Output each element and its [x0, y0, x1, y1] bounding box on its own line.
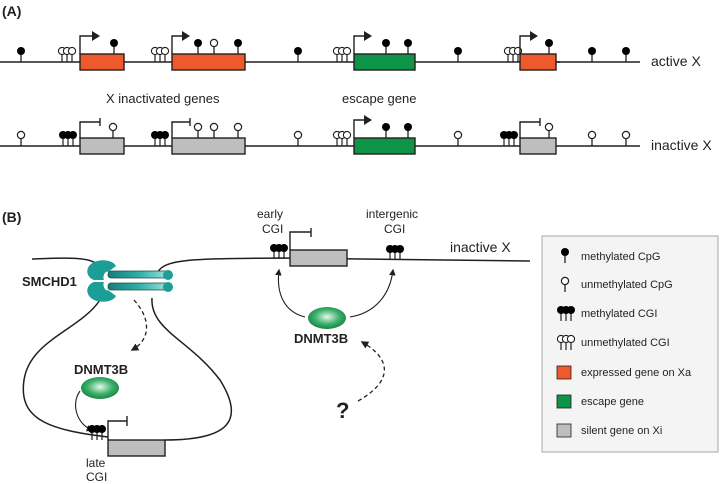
active-promoter-arrow	[79, 35, 93, 54]
early-cgi-gene	[269, 228, 348, 267]
methylated-cpg-icon	[381, 38, 391, 55]
intergenic-cgi-label-2: CGI	[384, 222, 405, 236]
intergenic-cgi-label-1: intergenic	[366, 207, 418, 221]
panel-b-inactive-x-label: inactive X	[450, 239, 511, 255]
legend-label: methylated CGI	[581, 308, 657, 320]
active-promoter-arrow	[171, 35, 183, 54]
late-cgi-gene	[87, 416, 166, 457]
legend-label: expressed gene on Xa	[581, 367, 692, 379]
unmethylated-cpg-icon	[587, 130, 597, 147]
unmethylated-cpg-icon	[209, 122, 219, 139]
unmethylated-cpg-icon	[108, 122, 118, 139]
expressed-gene-box	[79, 53, 125, 71]
active-x-label: active X	[651, 53, 701, 69]
active-x-chromosome	[0, 31, 640, 71]
blocked-promoter-icon	[79, 118, 101, 138]
unmethylated-cpg-icon	[233, 122, 243, 139]
expressed-gene-swatch	[556, 365, 572, 380]
inactive-x-label: inactive X	[651, 137, 712, 153]
methylated-cgi-icon	[269, 243, 289, 260]
methylated-cpg-icon	[403, 122, 413, 139]
legend-label: methylated CpG	[581, 251, 660, 263]
methylated-cgi-icon	[58, 130, 78, 147]
unmethylated-cgi-icon	[332, 130, 352, 147]
late-cgi-label-1: late	[86, 456, 106, 470]
methylated-cgi-icon	[150, 130, 170, 147]
escape-gene-label: escape gene	[342, 91, 416, 106]
methylated-cgi-icon	[499, 130, 519, 147]
silent-gene-swatch	[556, 423, 572, 438]
methylated-cpg-icon	[233, 38, 243, 55]
escape-gene-box	[353, 53, 416, 71]
dnmt3b-right-label: DNMT3B	[294, 331, 348, 346]
inactive-x-chromosome	[0, 115, 640, 155]
panel-b-label: (B)	[2, 209, 21, 225]
active-promoter-arrow	[353, 35, 365, 54]
dnmt3b-left-label: DNMT3B	[74, 362, 128, 377]
methylated-cpg-icon	[453, 46, 463, 63]
x-inactivated-genes-label: X inactivated genes	[106, 91, 220, 106]
methylated-cpg-icon	[193, 38, 203, 55]
question-mark: ?	[336, 398, 349, 423]
unmethylated-cgi-icon	[150, 46, 170, 63]
early-cgi-label-2: CGI	[262, 222, 283, 236]
expressed-gene-box	[519, 53, 557, 71]
unmethylated-cpg-icon	[293, 130, 303, 147]
methylated-cpg-icon	[381, 122, 391, 139]
methylated-cpg-icon	[587, 46, 597, 63]
inactive-x-loop	[22, 257, 531, 441]
silent-gene-box	[289, 249, 348, 267]
blocked-promoter-icon	[171, 118, 191, 138]
methylated-cpg-icon	[109, 38, 119, 55]
unmethylated-cpg-icon	[453, 130, 463, 147]
silent-gene-box	[519, 137, 557, 155]
dnmt3b-left-protein	[81, 377, 119, 399]
methylated-cgi-icon	[385, 244, 405, 261]
unmethylated-cpg-icon	[209, 38, 219, 55]
silent-gene-box	[79, 137, 125, 155]
recruitment-dashed-arrow	[130, 299, 148, 351]
legend-label: unmethylated CpG	[581, 279, 673, 291]
unmethylated-cgi-icon	[57, 46, 77, 63]
unmethylated-cgi-icon	[332, 46, 352, 63]
methylation-arrow	[275, 268, 306, 318]
methylated-cpg-icon	[293, 46, 303, 63]
silent-gene-box	[171, 137, 246, 155]
active-promoter-arrow	[519, 35, 531, 54]
legend-label: escape gene	[581, 396, 644, 408]
methylated-cpg-icon	[621, 46, 631, 63]
legend-label: silent gene on Xi	[581, 425, 662, 437]
blocked-promoter-icon	[107, 416, 128, 440]
panel-a-label: (A)	[2, 3, 21, 19]
smchd1-protein	[87, 260, 173, 302]
unknown-recruitment-arrow	[357, 341, 386, 402]
escape-gene-box	[353, 137, 416, 155]
unmethylated-cgi-icon	[503, 46, 523, 63]
silent-gene-box	[107, 439, 166, 457]
escape-gene-swatch	[556, 394, 572, 409]
unmethylated-cpg-icon	[621, 130, 631, 147]
expressed-gene-box	[171, 53, 246, 71]
legend: methylated CpG unmethylated CpG methylat…	[541, 235, 719, 453]
smchd1-label: SMCHD1	[22, 274, 77, 289]
active-promoter-arrow	[353, 119, 365, 138]
unmethylated-cpg-icon	[544, 122, 554, 139]
legend-label: unmethylated CGI	[581, 337, 670, 349]
methylated-cgi-icon	[87, 424, 107, 441]
methylated-cpg-icon	[544, 38, 554, 55]
blocked-promoter-icon	[289, 228, 312, 250]
methylated-cpg-icon	[403, 38, 413, 55]
early-cgi-label-1: early	[257, 207, 283, 221]
unmethylated-cpg-icon	[16, 130, 26, 147]
methylation-arrow	[349, 268, 396, 318]
blocked-promoter-icon	[519, 118, 541, 138]
unmethylated-cpg-icon	[193, 122, 203, 139]
dnmt3b-right-protein	[308, 307, 346, 329]
late-cgi-label-2: CGI	[86, 470, 107, 484]
methylated-cpg-icon	[16, 46, 26, 63]
